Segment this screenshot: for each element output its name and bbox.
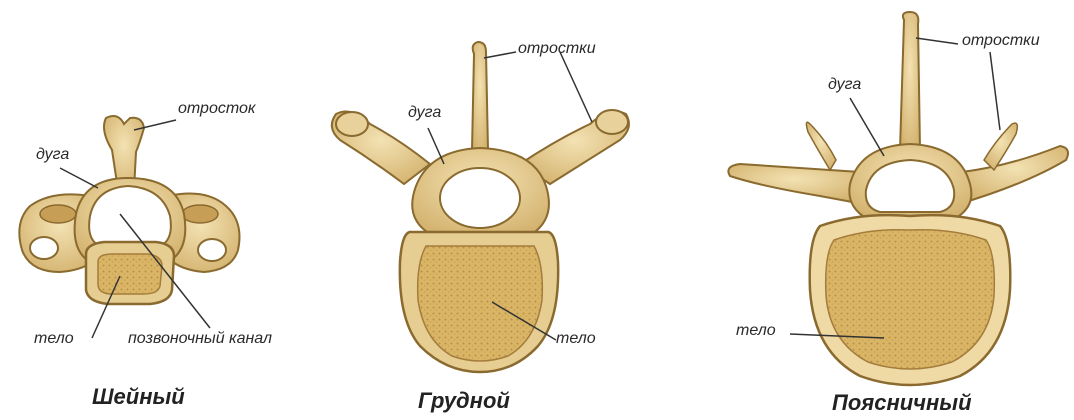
thoracic-canal — [440, 168, 520, 228]
cervical-canal-label: позвоночный канал — [128, 330, 272, 348]
lumbar-right-transverse — [962, 146, 1068, 202]
lumbar-caption: Поясничный — [832, 390, 972, 416]
cervical-body-label: тело — [34, 330, 74, 348]
thoracic-arch-label: дуга — [408, 104, 441, 122]
thoracic-processes-label: отростки — [518, 40, 596, 58]
lumbar-processes-label: отростки — [962, 32, 1040, 50]
cervical-arch-label: дуга — [36, 146, 69, 164]
cervical-process-label: отросток — [178, 100, 255, 118]
thoracic-caption: Грудной — [418, 388, 510, 414]
lumbar-left-transverse — [728, 164, 860, 202]
cervical-vertebra — [19, 116, 239, 304]
thoracic-vertebra — [332, 42, 629, 372]
lumbar-spinous-process — [900, 12, 920, 150]
lumbar-body-label: тело — [736, 322, 776, 340]
thoracic-body-label: тело — [556, 330, 596, 348]
lumbar-vertebra — [728, 12, 1068, 385]
cervical-caption: Шейный — [92, 384, 185, 410]
lumbar-arch-label: дуга — [828, 76, 861, 94]
